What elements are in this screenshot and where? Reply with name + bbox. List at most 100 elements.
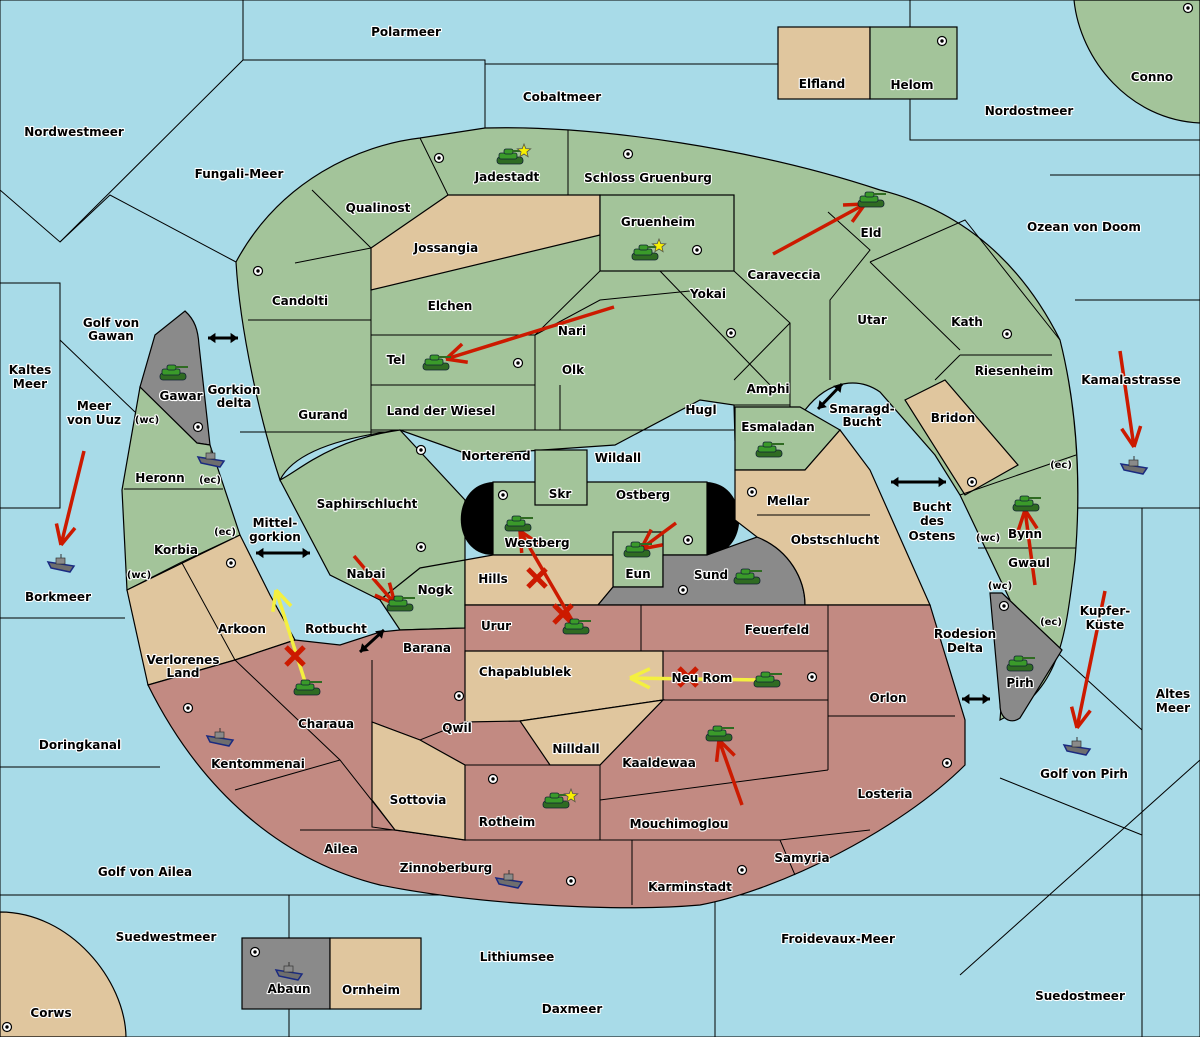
tank-unit-icon[interactable] xyxy=(753,671,782,688)
coast-label: (ec) xyxy=(1050,460,1072,471)
supply-center-icon xyxy=(252,265,264,277)
region-north[interactable] xyxy=(235,127,1079,722)
double-arrow-icon xyxy=(256,547,310,559)
territory-label: Corws xyxy=(30,1006,71,1020)
sea-label: Suedostmeer xyxy=(1035,989,1125,1003)
tank-unit-icon[interactable] xyxy=(496,148,525,165)
territory-label: Ornheim xyxy=(342,983,400,997)
territory-label: Nabai xyxy=(347,567,386,581)
sea-label: Gawan xyxy=(88,329,134,343)
territory-label: Karminstadt xyxy=(648,880,732,894)
sea-label: delta xyxy=(217,396,252,410)
support-arrow xyxy=(629,667,768,690)
territory-gruenheim[interactable] xyxy=(599,194,735,272)
sea-label: Golf von xyxy=(83,316,139,330)
tank-unit-icon[interactable] xyxy=(562,618,591,635)
tank-unit-icon[interactable] xyxy=(623,541,652,558)
territory-label: Elfland xyxy=(799,77,845,91)
supply-center-icon xyxy=(936,35,948,47)
supply-center-icon xyxy=(1182,2,1194,14)
territory-nilldall[interactable] xyxy=(518,699,665,766)
sea-label: Doringkanal xyxy=(39,738,121,752)
territory-label: Ailea xyxy=(324,842,358,856)
territory-label: Sund xyxy=(694,568,728,582)
territory-label: Nogk xyxy=(418,583,454,597)
supply-center-icon xyxy=(487,773,499,785)
territory-skr[interactable] xyxy=(534,449,588,506)
tank-unit-icon[interactable] xyxy=(159,364,188,381)
tank-unit-icon[interactable] xyxy=(422,354,451,371)
sea-label: Golf von Ailea xyxy=(98,865,192,879)
ship-unit-icon[interactable] xyxy=(196,449,226,468)
sea-label: Bucht xyxy=(842,415,881,429)
supply-center-icon xyxy=(225,557,237,569)
territory-eun[interactable] xyxy=(612,531,664,588)
territory-label: Land xyxy=(167,666,200,680)
tank-unit-icon[interactable] xyxy=(857,191,886,208)
territory-label: Eun xyxy=(625,567,650,581)
tank-unit-icon[interactable] xyxy=(755,441,784,458)
territory-label: Ostberg xyxy=(616,488,670,502)
ship-unit-icon[interactable] xyxy=(205,728,235,747)
territory-label: Eld xyxy=(861,226,882,240)
sea-label: Borkmeer xyxy=(25,590,91,604)
tank-unit-icon[interactable] xyxy=(386,595,415,612)
territory-sottovia[interactable] xyxy=(371,721,466,841)
territory-bridon[interactable] xyxy=(904,379,1019,496)
territory-label: Bynn xyxy=(1008,527,1042,541)
sea-label: Nordostmeer xyxy=(985,104,1074,118)
territory-label: Nari xyxy=(558,324,586,338)
supply-center-icon xyxy=(497,489,509,501)
sea-label: Polarmeer xyxy=(371,25,441,39)
territory-pirh[interactable] xyxy=(989,592,1063,722)
tank-unit-icon[interactable] xyxy=(1006,655,1035,672)
tank-unit-icon[interactable] xyxy=(1012,495,1041,512)
sea-label: Rotbucht xyxy=(305,622,367,636)
capital-star-icon xyxy=(651,237,667,253)
sea-label: Meer xyxy=(13,377,47,391)
ship-unit-icon[interactable] xyxy=(1062,737,1092,756)
sea-label: Küste xyxy=(1086,618,1125,632)
support-arrow xyxy=(271,588,309,689)
tank-unit-icon[interactable] xyxy=(705,725,734,742)
territory-label: Gawar xyxy=(159,389,202,403)
ship-unit-icon[interactable] xyxy=(1119,456,1149,475)
supply-center-icon xyxy=(806,671,818,683)
tank-unit-icon[interactable] xyxy=(542,792,571,809)
territory-label: Zinnoberburg xyxy=(400,861,492,875)
supply-center-icon xyxy=(682,534,694,546)
supply-center-icon xyxy=(512,357,524,369)
territory-label: Norterend xyxy=(461,449,530,463)
territory-label: Hills xyxy=(478,572,508,586)
coast-label: (ec) xyxy=(1040,617,1062,628)
coast-label: (ec) xyxy=(214,527,236,538)
tank-unit-icon[interactable] xyxy=(504,515,533,532)
tank-unit-icon[interactable] xyxy=(733,568,762,585)
sea-label: Smaragd- xyxy=(829,402,894,416)
sea-label: Froidevaux-Meer xyxy=(781,932,895,946)
territory-ornheim[interactable] xyxy=(329,937,422,1010)
sea-label: gorkion xyxy=(249,530,301,544)
territory-label: Pirh xyxy=(1006,676,1033,690)
territory-label: Barana xyxy=(403,641,451,655)
territory-elfland[interactable] xyxy=(777,26,871,100)
sea-label: Meer xyxy=(1156,701,1190,715)
sea-label: Cobaltmeer xyxy=(523,90,601,104)
ship-unit-icon[interactable] xyxy=(494,870,524,889)
supply-center-icon xyxy=(182,702,194,714)
ship-unit-icon[interactable] xyxy=(274,962,304,981)
failed-order-x-icon xyxy=(552,603,574,625)
territory-label: Utar xyxy=(857,313,887,327)
territory-label: Heronn xyxy=(135,471,184,485)
territory-conno[interactable] xyxy=(1073,0,1200,124)
tank-unit-icon[interactable] xyxy=(293,679,322,696)
territory-corws[interactable] xyxy=(0,911,127,1037)
region-east-tan[interactable] xyxy=(734,429,931,606)
territory-label: Verlorenes xyxy=(147,653,220,667)
supply-center-icon xyxy=(1001,328,1013,340)
failed-order-x-icon xyxy=(677,666,699,688)
sea-label: von Uuz xyxy=(67,413,121,427)
ship-unit-icon[interactable] xyxy=(46,554,76,573)
sea-label: Gorkion xyxy=(208,383,261,397)
territory-label: Elchen xyxy=(428,299,473,313)
